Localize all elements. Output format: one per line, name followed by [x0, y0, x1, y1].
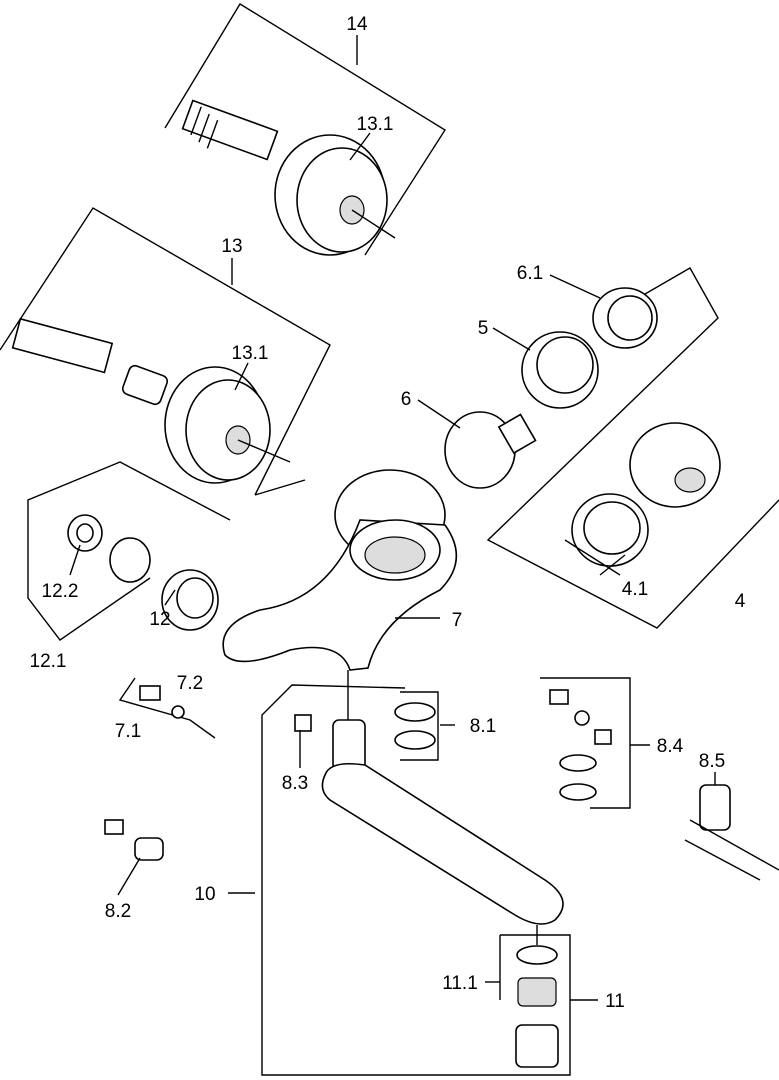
label-12-1: 12.1 [30, 651, 67, 672]
bracket-8-1 [400, 691, 439, 761]
label-6: 6 [401, 389, 412, 410]
part-4-1-ring [571, 493, 649, 567]
part-6-cartridge [444, 411, 537, 489]
label-8-3: 8.3 [282, 773, 308, 794]
label-13-1-top: 13.1 [357, 114, 394, 135]
label-4: 4 [735, 591, 746, 612]
bracket-12-1 [27, 461, 231, 641]
part-8-5-spout [684, 784, 779, 881]
part-spout-10 [294, 670, 564, 925]
label-7-1: 7.1 [115, 721, 141, 742]
label-8-1: 8.1 [470, 716, 496, 737]
bracket-6-1 [486, 267, 779, 629]
part-14-nipple [181, 99, 279, 161]
label-8-4: 8.4 [657, 736, 684, 757]
label-12: 12 [149, 609, 170, 630]
label-6-1: 6.1 [517, 263, 543, 284]
part-8-4-kit [549, 689, 612, 801]
leader-lines [69, 35, 716, 1001]
label-7-2: 7.2 [177, 673, 203, 694]
part-13-1-rosette [164, 366, 291, 484]
label-13: 13 [221, 236, 242, 257]
bracket-10 [261, 684, 571, 1076]
label-11-1: 11.1 [442, 973, 478, 994]
label-8-2: 8.2 [105, 901, 131, 922]
bracket-7-1 [118, 677, 216, 739]
bracket-14 [164, 3, 446, 256]
label-5: 5 [478, 318, 489, 339]
label-12-2: 12.2 [42, 581, 79, 602]
bracket-13 [0, 207, 331, 496]
label-11: 11 [605, 991, 625, 1012]
label-13-1: 13.1 [232, 343, 269, 364]
label-4-1: 4.1 [622, 579, 648, 600]
part-11-aerator [515, 925, 559, 1068]
label-7: 7 [452, 610, 463, 631]
part-7-screw [139, 685, 185, 719]
part-6-1-ring [592, 287, 658, 349]
part-8-2-screw [104, 819, 164, 861]
label-10: 10 [194, 884, 215, 905]
part-5-nut [521, 331, 599, 409]
part-7-body [222, 469, 458, 671]
part-4-cap [629, 422, 721, 508]
label-14: 14 [346, 14, 368, 35]
bracket-8-4 [540, 677, 631, 809]
part-12-2-washer [67, 514, 103, 552]
part-13-nipple [11, 317, 169, 406]
label-8-5: 8.5 [699, 751, 725, 772]
part-13-1-rosette-top [274, 134, 396, 256]
part-12-fitting [109, 537, 219, 631]
